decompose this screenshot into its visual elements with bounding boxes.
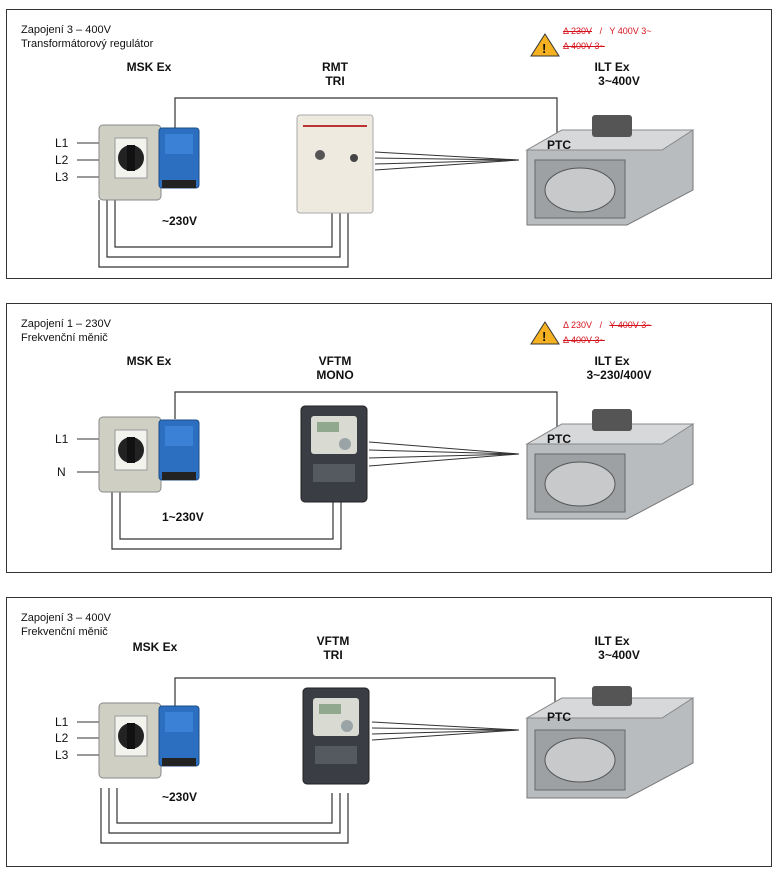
controller-icon bbox=[302, 687, 370, 785]
ptc-label: PTC bbox=[547, 138, 571, 152]
fan-label-line1: ILT Ex bbox=[594, 634, 630, 648]
switch-label: MSK Ex bbox=[126, 60, 172, 74]
warning-text: Δ 230V / Y 400V 3~ bbox=[563, 26, 652, 36]
fan-label-line2: 3~230/400V bbox=[586, 368, 652, 382]
panel-subtitle: Frekvenční měnič bbox=[21, 626, 108, 638]
warning-text: Δ 230V / Y 400V 3~ bbox=[563, 320, 652, 330]
panel-subtitle: Frekvenční měnič bbox=[21, 332, 108, 344]
controller-label-line2: MONO bbox=[316, 368, 354, 382]
line-label: L1 bbox=[55, 432, 69, 446]
svg-text:!: ! bbox=[542, 329, 546, 344]
line-label: L2 bbox=[55, 153, 69, 167]
panel-2: ! Zapojení 1 – 230V Frekvenční měnič MSK… bbox=[6, 303, 772, 573]
fan-icon bbox=[525, 686, 695, 799]
relay-icon bbox=[158, 127, 200, 189]
controller-label-line2: TRI bbox=[323, 648, 343, 662]
voltage-label: 1~230V bbox=[162, 510, 204, 524]
line-label: L1 bbox=[55, 715, 69, 729]
panel-subtitle: Transformátorový regulátor bbox=[21, 38, 154, 50]
warning-text-2: Δ 400V 3~ bbox=[563, 41, 605, 51]
controller-label-line1: VFTM bbox=[316, 634, 350, 648]
voltage-label: ~230V bbox=[162, 790, 198, 804]
line-label: L3 bbox=[55, 748, 69, 762]
controller-label-line2: TRI bbox=[325, 74, 345, 88]
fan-icon bbox=[525, 409, 695, 520]
wiring-diagram-1: ! bbox=[77, 33, 695, 268]
ptc-label: PTC bbox=[547, 710, 571, 724]
fan-label-line2: 3~400V bbox=[598, 648, 640, 662]
switch-label: MSK Ex bbox=[126, 354, 172, 368]
warning-triangle-icon: ! bbox=[530, 33, 560, 57]
svg-text:!: ! bbox=[542, 41, 546, 56]
switch-icon bbox=[98, 124, 162, 201]
controller-icon bbox=[296, 114, 374, 214]
fan-label-line1: ILT Ex bbox=[594, 354, 630, 368]
controller-label-line1: RMT bbox=[322, 60, 348, 74]
line-label: L2 bbox=[55, 731, 69, 745]
line-label: L3 bbox=[55, 170, 69, 184]
fan-label-line1: ILT Ex bbox=[594, 60, 630, 74]
relay-icon bbox=[158, 419, 200, 481]
switch-icon bbox=[98, 702, 162, 779]
switch-icon bbox=[98, 416, 162, 493]
panel-3: Zapojení 3 – 400V Frekvenční měnič MSK E… bbox=[6, 597, 772, 867]
relay-icon bbox=[158, 705, 200, 767]
panel-title: Zapojení 1 – 230V bbox=[21, 318, 111, 330]
wiring-diagram-3 bbox=[77, 677, 695, 844]
fan-label-line2: 3~400V bbox=[598, 74, 640, 88]
panel-1: ! Zapojení 3 – 400V Transformátorový reg… bbox=[6, 9, 772, 279]
panel-title: Zapojení 3 – 400V bbox=[21, 24, 111, 36]
warning-text-2: Δ 400V 3~ bbox=[563, 335, 605, 345]
panel-title: Zapojení 3 – 400V bbox=[21, 612, 111, 624]
line-label: N bbox=[57, 465, 66, 479]
switch-label: MSK Ex bbox=[132, 640, 178, 654]
controller-label-line1: VFTM bbox=[318, 354, 352, 368]
warning-triangle-icon: ! bbox=[530, 321, 560, 345]
voltage-label: ~230V bbox=[162, 214, 198, 228]
line-label: L1 bbox=[55, 136, 69, 150]
controller-icon bbox=[300, 405, 368, 503]
fan-icon bbox=[525, 115, 695, 226]
wiring-diagram-2: ! bbox=[77, 321, 695, 550]
ptc-label: PTC bbox=[547, 432, 571, 446]
